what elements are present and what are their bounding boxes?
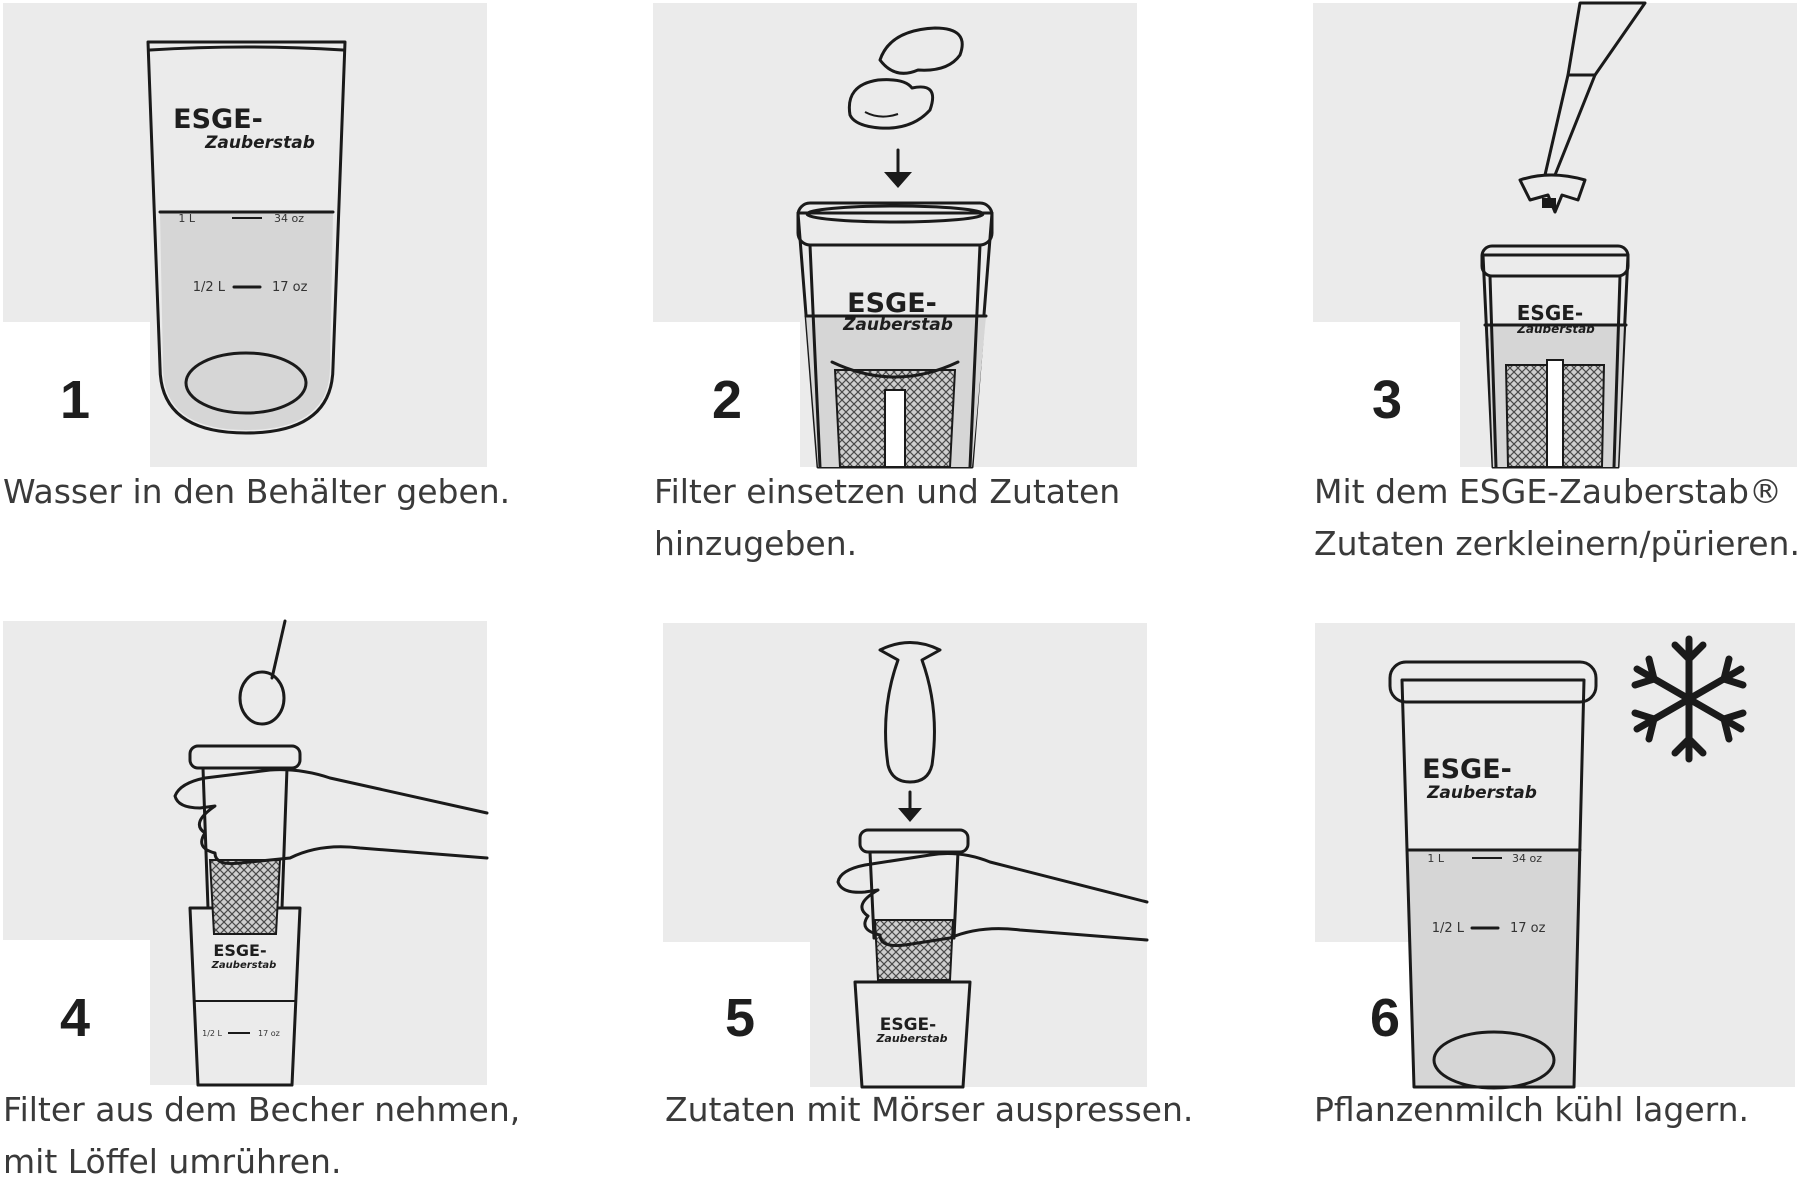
step-6: ESGE- Zauberstab 1 L 34 oz 1/2 L 17 oz 6… xyxy=(1312,620,1800,1177)
step-caption: Filter einsetzen und Zutaten hinzugeben. xyxy=(654,472,1121,563)
brand-name: ESGE- xyxy=(1422,754,1512,785)
panel-background xyxy=(653,3,1137,467)
pestle-icon xyxy=(878,641,942,784)
filter-jar-icon: ESGE- Zauberstab xyxy=(1480,244,1630,469)
step-1: ESGE- Zauberstab 1 L 34 oz 1/2 L 17 oz 1… xyxy=(0,0,620,600)
step-4: ESGE- Zauberstab 1/2 L 17 oz 4 Filter au… xyxy=(0,618,620,1181)
scale-34oz: 34 oz xyxy=(1512,852,1542,865)
brand-sub: Zauberstab xyxy=(842,315,953,335)
scale-half-l: 1/2 L xyxy=(193,280,226,295)
filter-press-icon: ESGE- Zauberstab xyxy=(853,828,972,1089)
brand-name: ESGE- xyxy=(213,941,266,960)
step-number: 5 xyxy=(725,988,755,1048)
brand-sub: Zauberstab xyxy=(1516,322,1595,336)
scale-17oz: 17 oz xyxy=(272,280,308,295)
step-3-illustration: ESGE- Zauberstab 3 xyxy=(1310,0,1800,470)
step-caption: Filter aus dem Becher nehmen, mit Löffel… xyxy=(3,1090,521,1181)
brand-sub: Zauberstab xyxy=(211,960,277,971)
brand-sub: Zauberstab xyxy=(1426,783,1537,803)
scale-half-l: 1/2 L xyxy=(202,1029,222,1038)
snowflake-icon xyxy=(1631,635,1747,763)
jug-icon: ESGE- Zauberstab 1 L 34 oz 1/2 L 17 oz xyxy=(146,40,347,435)
hand-blender-icon xyxy=(1518,1,1647,214)
step-4-illustration: ESGE- Zauberstab 1/2 L 17 oz 4 xyxy=(0,618,490,1088)
arrow-down-icon xyxy=(898,790,922,822)
filter-jar-icon: ESGE- Zauberstab xyxy=(796,201,994,469)
step-1-illustration: ESGE- Zauberstab 1 L 34 oz 1/2 L 17 oz 1 xyxy=(0,0,490,470)
arrow-down-icon xyxy=(884,148,912,188)
panel-background xyxy=(663,623,1147,1087)
scale-17oz: 17 oz xyxy=(1510,921,1546,936)
brand-name: ESGE- xyxy=(880,1015,936,1035)
filter-lift-icon: ESGE- Zauberstab 1/2 L 17 oz xyxy=(188,744,302,1087)
brand-name: ESGE- xyxy=(173,104,263,135)
panel-background xyxy=(1313,3,1797,467)
step-6-illustration: ESGE- Zauberstab 1 L 34 oz 1/2 L 17 oz 6 xyxy=(1312,620,1798,1090)
scale-1l: 1 L xyxy=(1427,852,1444,865)
step-number: 4 xyxy=(60,988,90,1048)
step-caption: Wasser in den Behälter geben. xyxy=(3,472,511,511)
storage-jug-icon: ESGE- Zauberstab 1 L 34 oz 1/2 L 17 oz xyxy=(1388,660,1598,1090)
scale-half-l: 1/2 L xyxy=(1432,921,1465,936)
scale-34oz: 34 oz xyxy=(274,212,304,225)
panel-background xyxy=(3,621,487,1085)
step-2: ESGE- Zauberstab 2 Filter einsetzen und … xyxy=(650,0,1170,600)
brand-sub: Zauberstab xyxy=(875,1032,947,1045)
brand-sub: Zauberstab xyxy=(204,133,315,153)
hand-icon xyxy=(836,852,1149,947)
spoon-icon xyxy=(238,619,287,726)
step-caption: Pflanzenmilch kühl lagern. xyxy=(1314,1090,1750,1129)
scale-17oz: 17 oz xyxy=(258,1029,280,1038)
step-5-illustration: ESGE- Zauberstab 5 xyxy=(660,620,1150,1090)
step-number: 1 xyxy=(60,370,90,430)
nuts-icon xyxy=(847,26,964,130)
brand-name: ESGE- xyxy=(847,288,937,319)
step-caption: Mit dem ESGE-Zauberstab® Zutaten zerklei… xyxy=(1314,472,1800,563)
step-2-illustration: ESGE- Zauberstab 2 xyxy=(650,0,1140,470)
step-number: 3 xyxy=(1372,370,1402,430)
hand-icon xyxy=(173,768,489,865)
step-number: 6 xyxy=(1370,988,1400,1048)
scale-1l: 1 L xyxy=(178,212,195,225)
step-3: ESGE- Zauberstab 3 Mit dem ESGE-Zauberst… xyxy=(1310,0,1800,600)
brand-name: ESGE- xyxy=(1517,301,1583,325)
step-caption: Zutaten mit Mörser auspressen. xyxy=(665,1090,1194,1129)
step-5: ESGE- Zauberstab 5 Zutaten mit Mörser au… xyxy=(660,620,1193,1177)
step-number: 2 xyxy=(712,370,742,430)
